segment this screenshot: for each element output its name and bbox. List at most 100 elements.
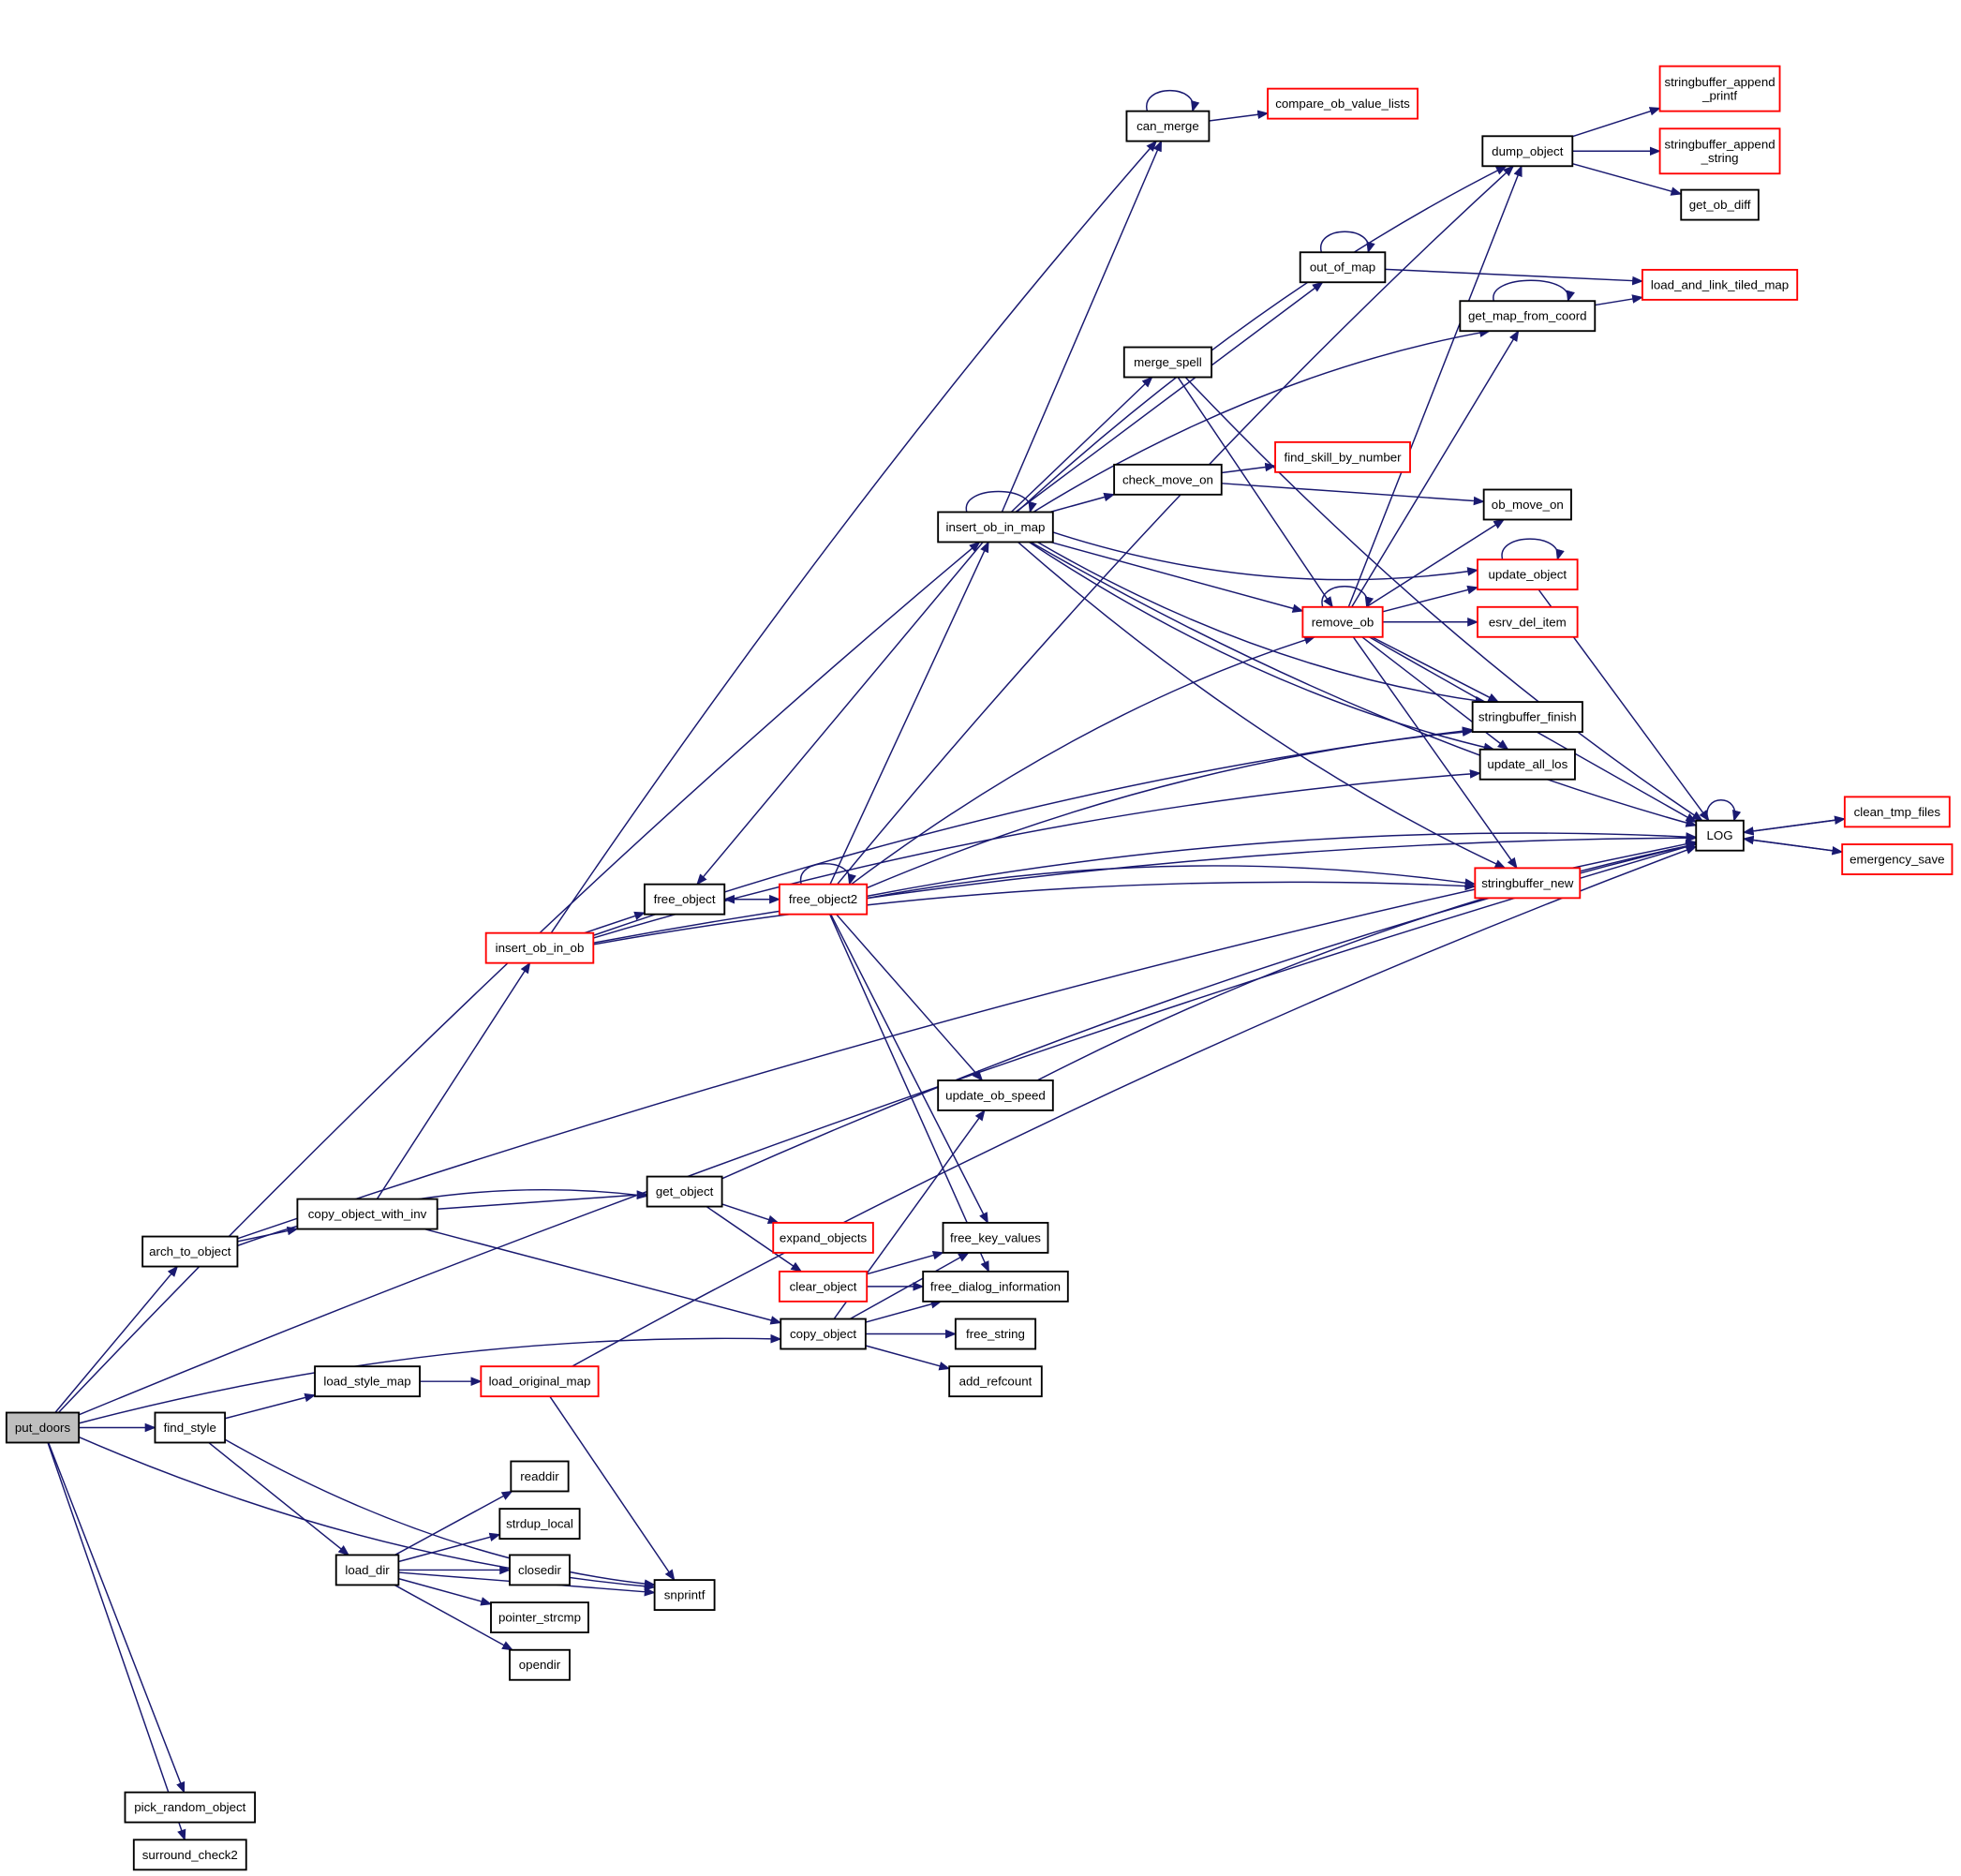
- node-box[interactable]: [1680, 188, 1760, 221]
- node-box[interactable]: [5, 1411, 81, 1444]
- node-box[interactable]: [1478, 748, 1576, 781]
- function-node-update_ob_speed[interactable]: update_ob_speed: [937, 1079, 1054, 1111]
- node-box[interactable]: [937, 511, 1054, 543]
- node-box[interactable]: [646, 1175, 723, 1208]
- function-node-clean_tmp_files[interactable]: clean_tmp_files: [1843, 796, 1951, 828]
- function-node-stringbuffer_append_string[interactable]: stringbuffer_append_string: [1658, 127, 1781, 175]
- function-node-out_of_map[interactable]: out_of_map: [1299, 251, 1387, 284]
- node-box[interactable]: [780, 1318, 867, 1350]
- node-box[interactable]: [948, 1365, 1043, 1398]
- function-node-load_and_link_tiled_map[interactable]: load_and_link_tiled_map: [1641, 268, 1799, 301]
- node-box[interactable]: [1274, 440, 1411, 473]
- node-box[interactable]: [1658, 127, 1781, 175]
- node-box[interactable]: [1841, 843, 1954, 875]
- node-box[interactable]: [334, 1554, 400, 1586]
- function-node-surround_check2[interactable]: surround_check2: [132, 1839, 247, 1871]
- node-box[interactable]: [1695, 819, 1745, 852]
- node-box[interactable]: [1471, 701, 1583, 734]
- node-box[interactable]: [1301, 605, 1384, 638]
- node-box[interactable]: [1477, 558, 1579, 591]
- node-box[interactable]: [1482, 488, 1572, 521]
- function-node-can_merge[interactable]: can_merge: [1125, 110, 1211, 142]
- node-box[interactable]: [1459, 300, 1597, 333]
- function-node-esrv_del_item[interactable]: esrv_del_item: [1477, 605, 1579, 638]
- node-box[interactable]: [509, 1648, 571, 1681]
- function-node-LOG[interactable]: LOG: [1695, 819, 1745, 852]
- function-node-insert_ob_in_ob[interactable]: insert_ob_in_ob: [484, 931, 595, 964]
- function-node-closedir[interactable]: closedir: [509, 1554, 571, 1586]
- function-node-ob_move_on[interactable]: ob_move_on: [1482, 488, 1572, 521]
- function-node-stringbuffer_append_printf[interactable]: stringbuffer_append_printf: [1658, 65, 1781, 112]
- function-node-free_key_values[interactable]: free_key_values: [942, 1221, 1049, 1254]
- node-box[interactable]: [509, 1554, 571, 1586]
- function-node-free_object2[interactable]: free_object2: [778, 883, 869, 916]
- function-node-put_doors[interactable]: put_doors: [5, 1411, 81, 1444]
- function-node-load_original_map[interactable]: load_original_map: [480, 1365, 600, 1398]
- function-node-stringbuffer_new[interactable]: stringbuffer_new: [1474, 867, 1582, 900]
- node-box[interactable]: [1641, 268, 1799, 301]
- node-box[interactable]: [922, 1270, 1069, 1303]
- function-node-stringbuffer_finish[interactable]: stringbuffer_finish: [1471, 701, 1583, 734]
- function-node-copy_object_with_inv[interactable]: copy_object_with_inv: [296, 1198, 438, 1230]
- function-node-clear_object[interactable]: clear_object: [778, 1270, 869, 1303]
- node-box[interactable]: [1481, 135, 1574, 168]
- node-box[interactable]: [132, 1839, 247, 1871]
- function-node-load_style_map[interactable]: load_style_map: [314, 1365, 421, 1398]
- node-box[interactable]: [510, 1460, 570, 1493]
- function-node-free_object[interactable]: free_object: [644, 883, 726, 916]
- function-node-get_object[interactable]: get_object: [646, 1175, 723, 1208]
- function-node-compare_ob_value_lists[interactable]: compare_ob_value_lists: [1267, 87, 1419, 120]
- node-box[interactable]: [1125, 110, 1211, 142]
- node-box[interactable]: [154, 1411, 227, 1444]
- function-node-merge_spell[interactable]: merge_spell: [1122, 346, 1213, 379]
- node-box[interactable]: [124, 1791, 257, 1824]
- function-node-add_refcount[interactable]: add_refcount: [948, 1365, 1043, 1398]
- function-node-opendir[interactable]: opendir: [509, 1648, 571, 1681]
- node-box[interactable]: [653, 1579, 716, 1612]
- function-node-free_string[interactable]: free_string: [954, 1318, 1037, 1350]
- function-node-emergency_save[interactable]: emergency_save: [1841, 843, 1954, 875]
- function-node-free_dialog_information[interactable]: free_dialog_information: [922, 1270, 1069, 1303]
- function-node-update_object[interactable]: update_object: [1477, 558, 1579, 591]
- node-box[interactable]: [1474, 867, 1582, 900]
- function-node-check_move_on[interactable]: check_move_on: [1113, 463, 1223, 496]
- node-box[interactable]: [778, 883, 869, 916]
- node-box[interactable]: [480, 1365, 600, 1398]
- function-node-readdir[interactable]: readdir: [510, 1460, 570, 1493]
- function-node-find_skill_by_number[interactable]: find_skill_by_number: [1274, 440, 1411, 473]
- function-node-pick_random_object[interactable]: pick_random_object: [124, 1791, 257, 1824]
- node-box[interactable]: [498, 1508, 581, 1541]
- function-node-dump_object[interactable]: dump_object: [1481, 135, 1574, 168]
- node-box[interactable]: [1477, 605, 1579, 638]
- node-box[interactable]: [484, 931, 595, 964]
- node-box[interactable]: [937, 1079, 1054, 1111]
- function-node-arch_to_object[interactable]: arch_to_object: [141, 1235, 239, 1268]
- function-node-pointer_strcmp[interactable]: pointer_strcmp: [490, 1601, 589, 1634]
- node-box[interactable]: [1299, 251, 1387, 284]
- node-box[interactable]: [1658, 65, 1781, 112]
- function-node-strdup_local[interactable]: strdup_local: [498, 1508, 581, 1541]
- node-box[interactable]: [772, 1221, 874, 1254]
- node-box[interactable]: [1122, 346, 1213, 379]
- node-box[interactable]: [490, 1601, 589, 1634]
- node-box[interactable]: [778, 1270, 869, 1303]
- node-box[interactable]: [141, 1235, 239, 1268]
- node-box[interactable]: [1113, 463, 1223, 496]
- function-node-remove_ob[interactable]: remove_ob: [1301, 605, 1384, 638]
- function-node-copy_object[interactable]: copy_object: [780, 1318, 867, 1350]
- node-box[interactable]: [296, 1198, 438, 1230]
- function-node-load_dir[interactable]: load_dir: [334, 1554, 400, 1586]
- function-node-update_all_los[interactable]: update_all_los: [1478, 748, 1576, 781]
- node-box[interactable]: [954, 1318, 1037, 1350]
- node-box[interactable]: [314, 1365, 421, 1398]
- node-box[interactable]: [1843, 796, 1951, 828]
- function-node-insert_ob_in_map[interactable]: insert_ob_in_map: [937, 511, 1054, 543]
- node-box[interactable]: [1267, 87, 1419, 120]
- function-node-snprintf[interactable]: snprintf: [653, 1579, 716, 1612]
- node-box[interactable]: [644, 883, 726, 916]
- function-node-get_ob_diff[interactable]: get_ob_diff: [1680, 188, 1760, 221]
- function-node-expand_objects[interactable]: expand_objects: [772, 1221, 874, 1254]
- function-node-get_map_from_coord[interactable]: get_map_from_coord: [1459, 300, 1597, 333]
- function-node-find_style[interactable]: find_style: [154, 1411, 227, 1444]
- node-box[interactable]: [942, 1221, 1049, 1254]
